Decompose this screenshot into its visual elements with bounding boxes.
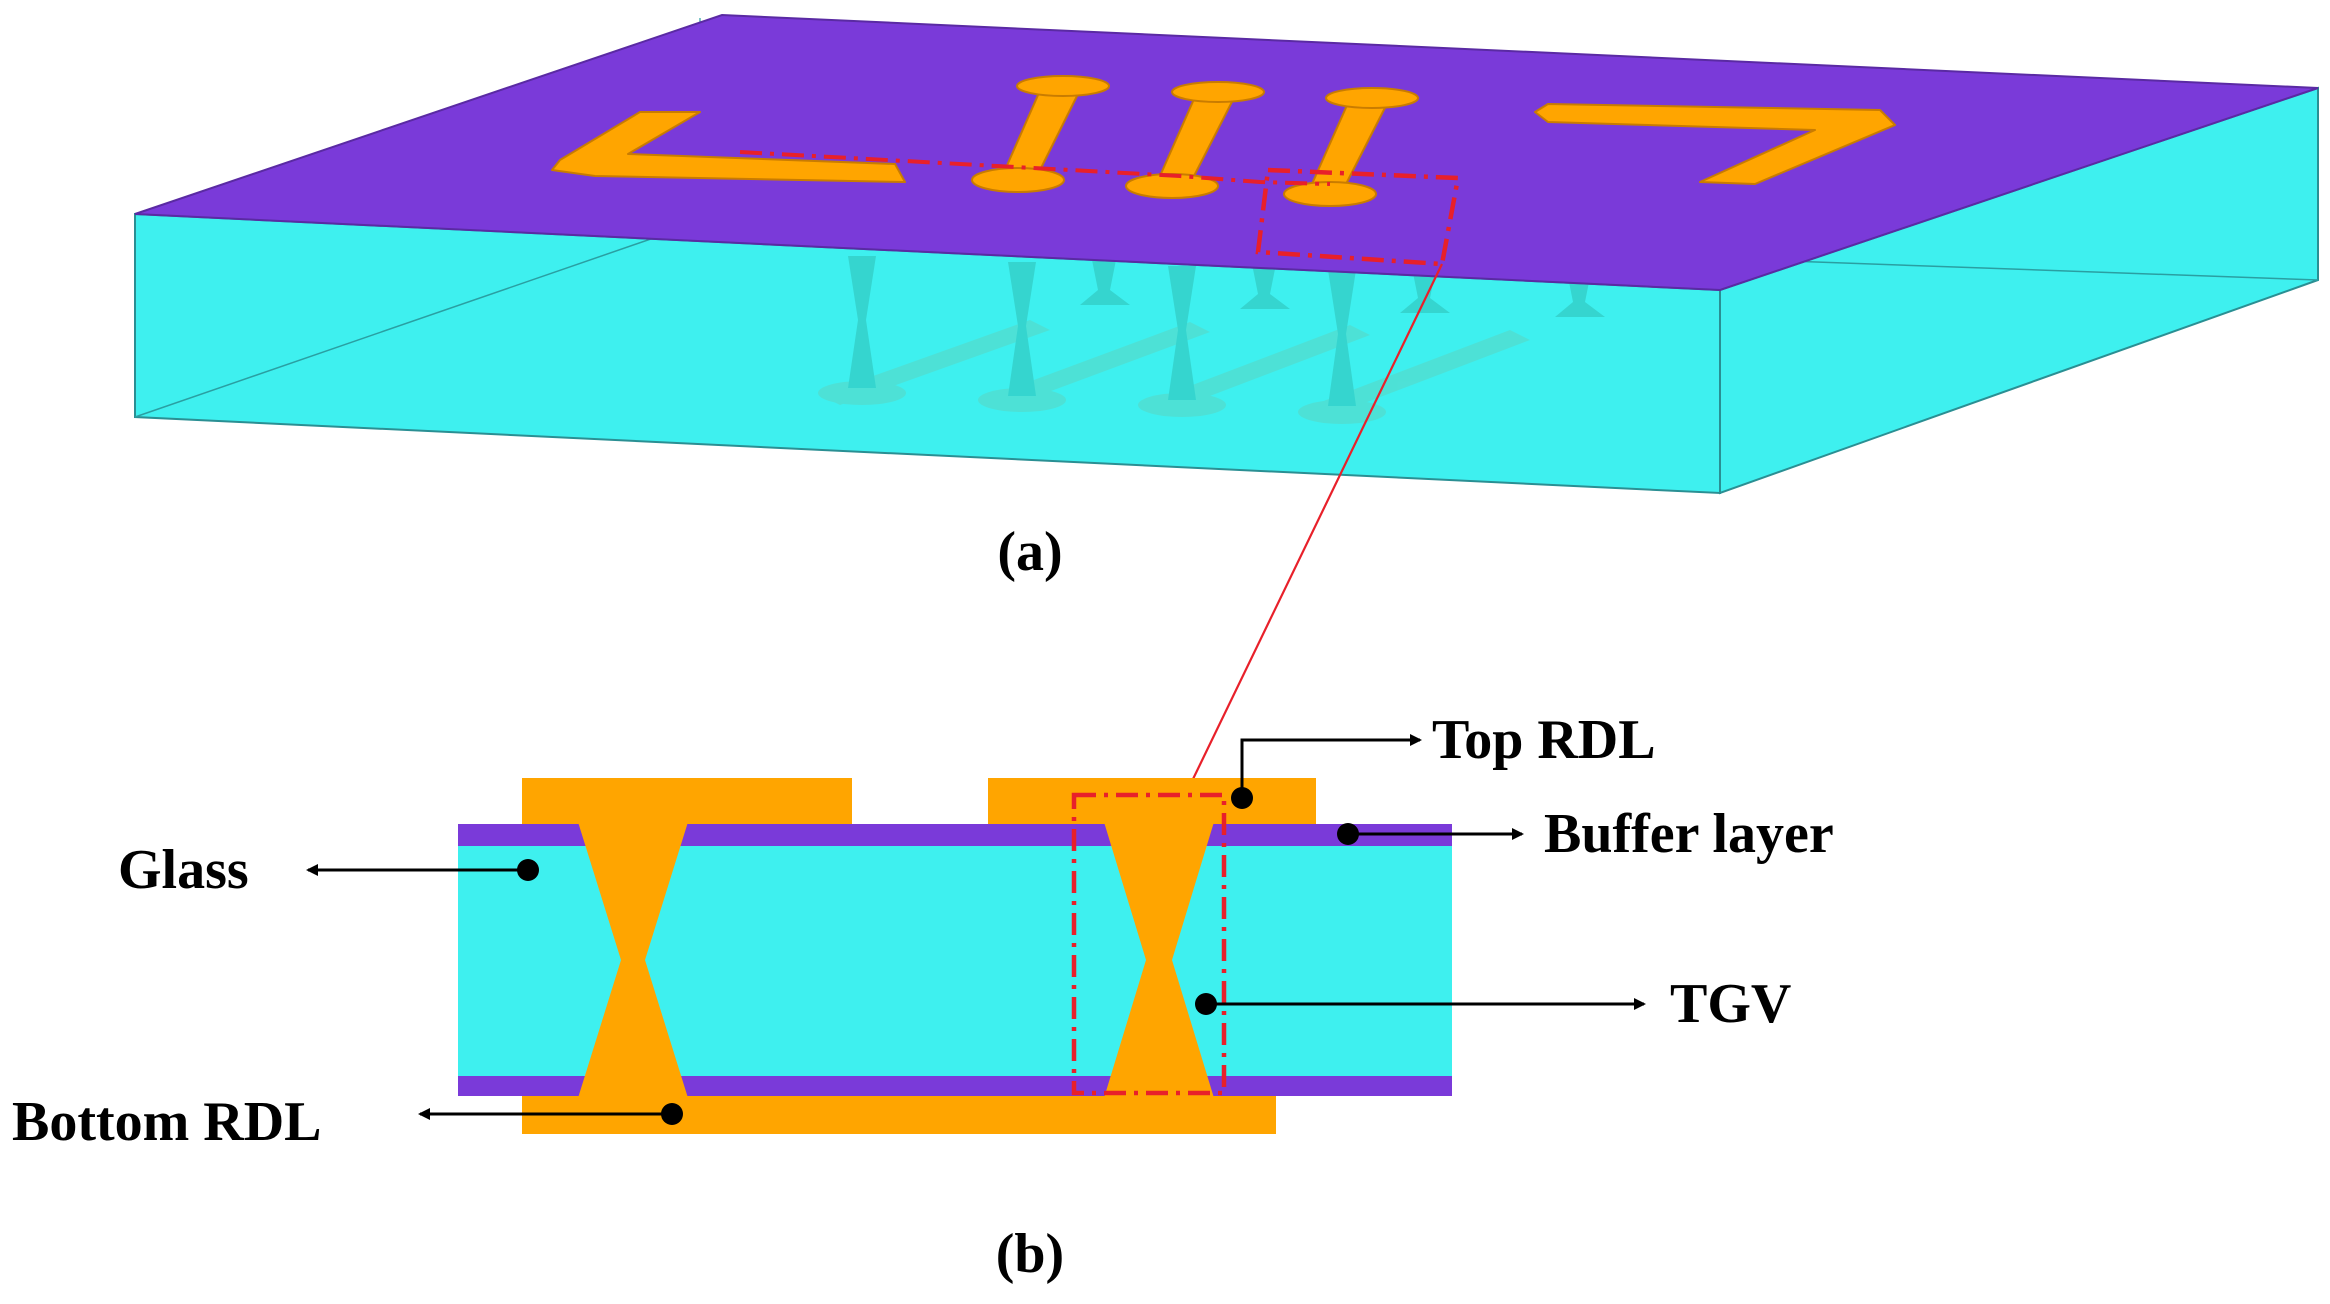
panel-a-caption: (a)	[997, 521, 1062, 583]
tgv-via-left	[578, 822, 688, 1098]
top-rdl-pad-left	[522, 778, 852, 824]
internal-tgv-array	[818, 250, 1605, 424]
panel-b-cross-section: Top RDL Buffer layer Glass TGV Bottom RD…	[12, 709, 1834, 1285]
label-top-rdl: Top RDL	[1432, 709, 1656, 771]
top-rdl-traces	[551, 75, 1896, 207]
label-buffer-layer: Buffer layer	[1544, 803, 1834, 865]
panel-b-caption: (b)	[996, 1223, 1064, 1285]
top-rdl-pad-right	[988, 778, 1316, 824]
annotation-dots	[517, 787, 1359, 1125]
label-tgv: TGV	[1670, 973, 1791, 1035]
label-bottom-rdl: Bottom RDL	[12, 1091, 322, 1153]
tgv-via-right	[1104, 822, 1214, 1098]
panel-a-3d-view: (a)	[134, 13, 2319, 583]
label-glass: Glass	[118, 839, 249, 901]
buffer-top-surface	[134, 13, 2319, 292]
highlight-guide-line	[739, 150, 1331, 186]
highlight-box-a	[1255, 167, 1461, 267]
annotations	[306, 734, 1646, 1120]
zoom-arrow	[1147, 263, 1443, 872]
highlight-box-b	[1071, 792, 1227, 1096]
